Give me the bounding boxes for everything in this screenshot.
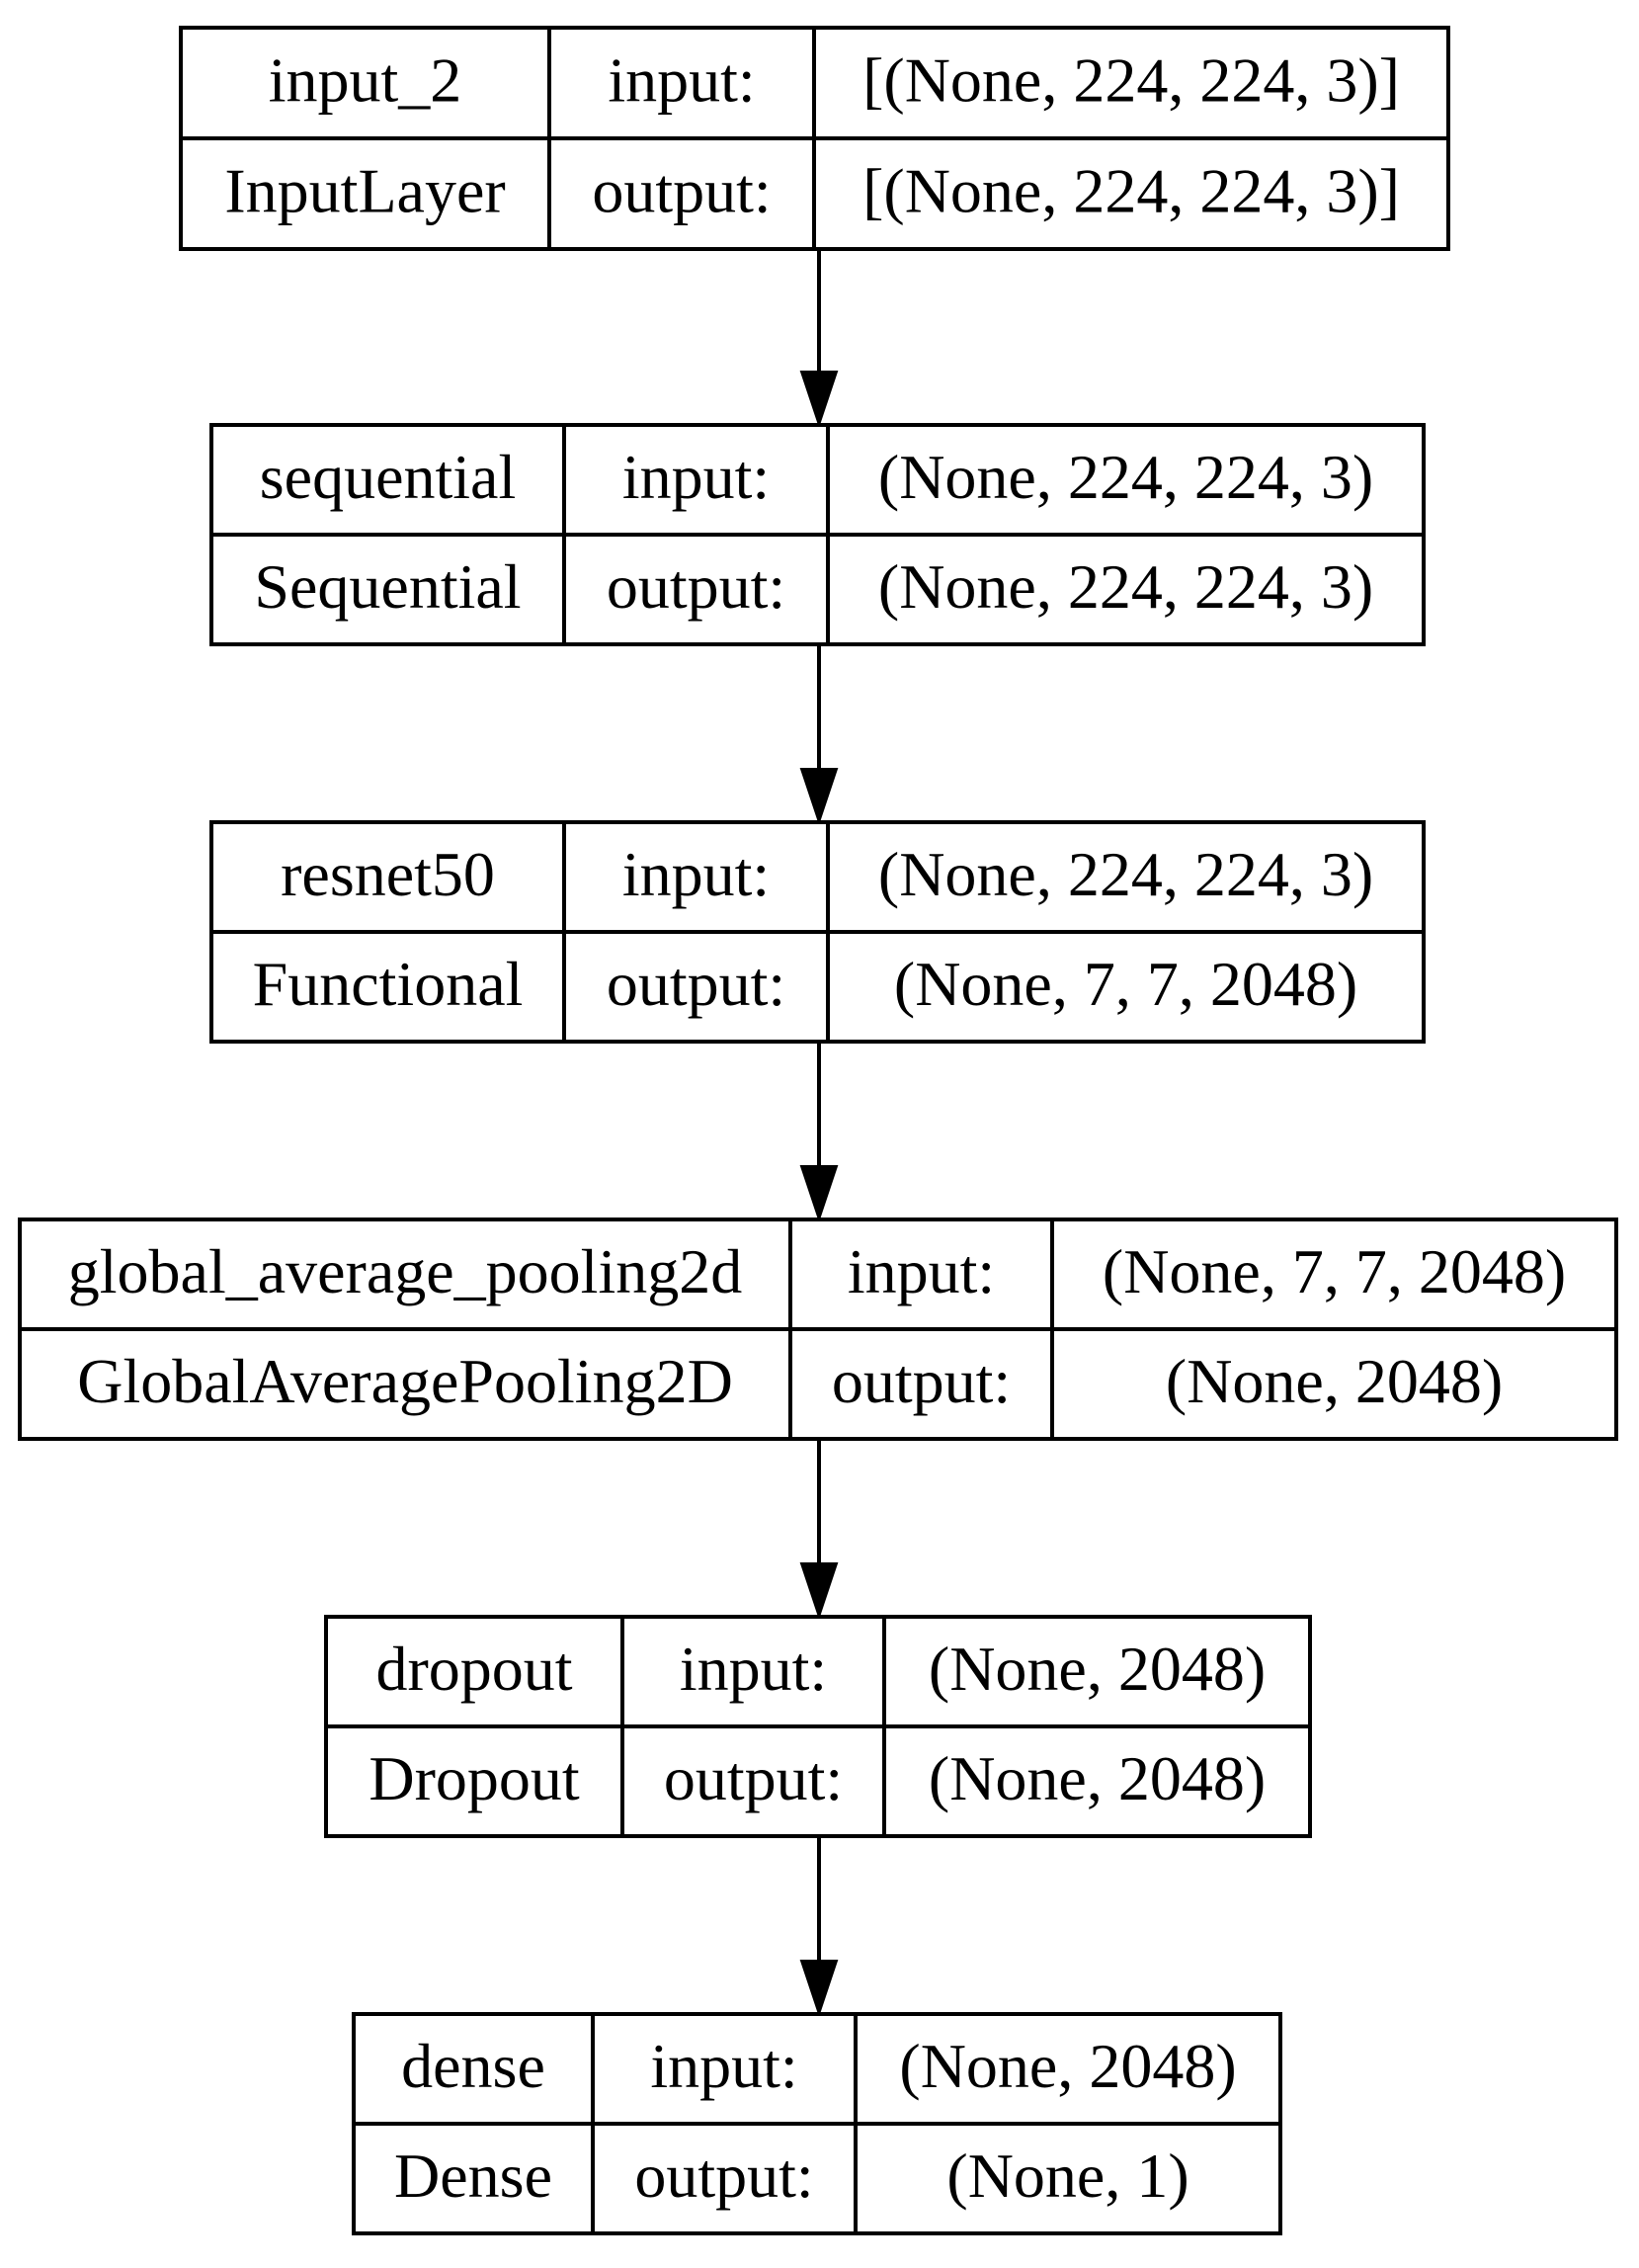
output-label: output:: [832, 1346, 1011, 1416]
output-shape: (None, 2048): [929, 1743, 1266, 1813]
layer-name: input_2: [269, 45, 462, 116]
input-label: input:: [650, 2031, 797, 2101]
output-label: output:: [607, 949, 785, 1019]
output-shape: (None, 2048): [1166, 1346, 1503, 1416]
layer-name: resnet50: [281, 839, 495, 909]
input-label: input:: [622, 839, 770, 909]
arrow-head-icon: [799, 1960, 839, 2018]
edges: [799, 249, 839, 2018]
layer-type: Dropout: [369, 1743, 580, 1813]
input-label: input:: [848, 1236, 995, 1306]
layer-type: InputLayer: [224, 156, 505, 226]
layer-type: Dense: [394, 2141, 552, 2211]
layer-node: global_average_pooling2dGlobalAveragePoo…: [18, 1218, 1618, 1441]
output-label: output:: [664, 1743, 843, 1813]
input-shape: (None, 2048): [899, 2031, 1236, 2101]
input-shape: (None, 7, 7, 2048): [1103, 1236, 1566, 1306]
layer-name: dense: [401, 2031, 545, 2101]
output-shape: (None, 7, 7, 2048): [894, 949, 1357, 1019]
input-shape: (None, 224, 224, 3): [878, 839, 1373, 909]
input-shape: (None, 224, 224, 3): [878, 442, 1373, 512]
layer-type: Functional: [253, 949, 524, 1019]
layer-type: Sequential: [254, 551, 521, 622]
arrow-head-icon: [799, 1165, 839, 1223]
output-label: output:: [607, 551, 785, 622]
output-shape: (None, 1): [946, 2141, 1188, 2211]
flow-arrow: [799, 1439, 839, 1621]
layer-name: sequential: [260, 442, 516, 512]
arrow-head-icon: [799, 1562, 839, 1621]
input-shape: (None, 2048): [929, 1634, 1266, 1704]
output-shape: [(None, 224, 224, 3)]: [862, 156, 1400, 226]
arrow-head-icon: [799, 371, 839, 429]
layer-type: GlobalAveragePooling2D: [77, 1346, 733, 1416]
flow-arrow: [799, 644, 839, 826]
flow-arrow: [799, 1836, 839, 2018]
output-shape: (None, 224, 224, 3): [878, 551, 1373, 622]
output-label: output:: [592, 156, 771, 226]
input-label: input:: [608, 45, 755, 116]
layer-name: dropout: [375, 1634, 572, 1704]
input-label: input:: [622, 442, 770, 512]
input-shape: [(None, 224, 224, 3)]: [862, 45, 1400, 116]
flow-arrow: [799, 249, 839, 429]
input-label: input:: [680, 1634, 827, 1704]
flow-arrow: [799, 1042, 839, 1223]
arrow-head-icon: [799, 768, 839, 826]
output-label: output:: [634, 2141, 813, 2211]
layer-name: global_average_pooling2d: [68, 1236, 742, 1306]
